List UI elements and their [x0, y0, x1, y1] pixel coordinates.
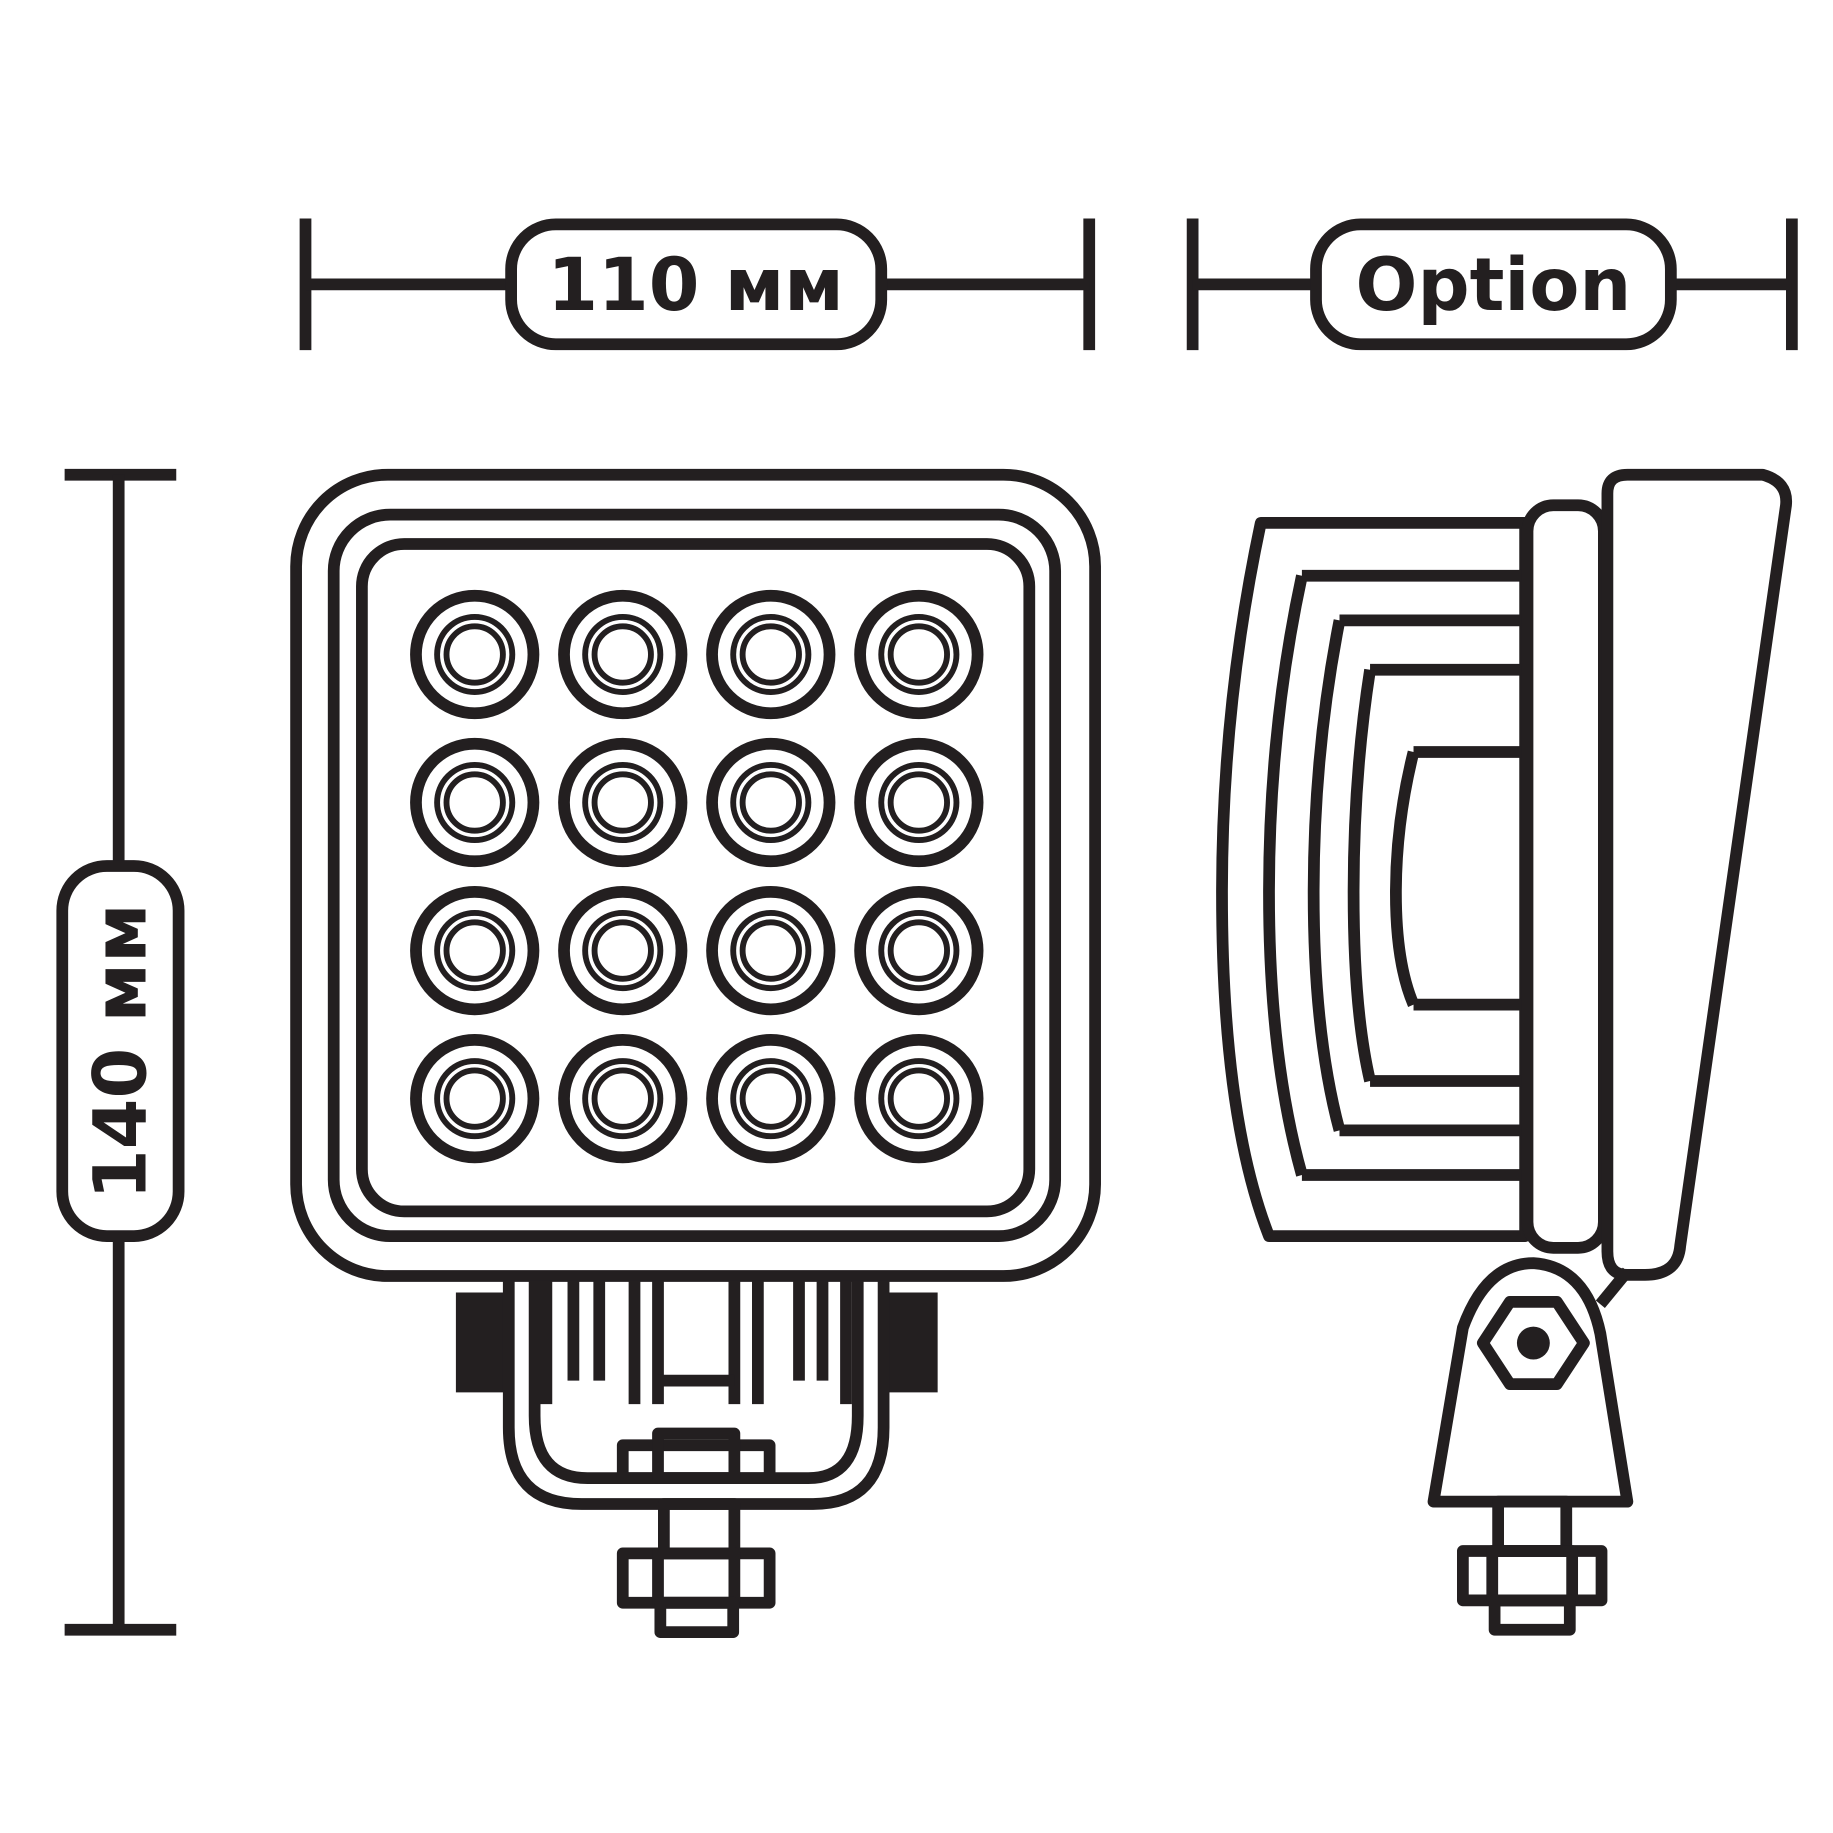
option-label: Option: [1356, 243, 1632, 328]
led: [558, 589, 688, 720]
led: [854, 737, 984, 868]
led: [410, 885, 540, 1016]
led: [854, 885, 984, 1016]
led: [706, 589, 836, 720]
height-dimension: 140 мм: [56, 468, 185, 1636]
led: [558, 1034, 688, 1164]
width-label: 110 мм: [547, 243, 844, 328]
led: [558, 737, 688, 868]
option-dimension: Option: [1186, 218, 1798, 351]
height-label: 140 мм: [79, 903, 164, 1200]
side-view-light: [1216, 468, 1793, 1636]
led: [410, 737, 540, 868]
led: [706, 885, 836, 1016]
led: [410, 589, 540, 720]
led: [558, 885, 688, 1016]
width-dimension: 110 мм: [299, 218, 1096, 351]
led: [706, 737, 836, 868]
led-grid: [410, 589, 984, 1164]
front-view-light: [290, 468, 1101, 1638]
led: [706, 1034, 836, 1164]
led: [410, 1034, 540, 1164]
led: [854, 1034, 984, 1164]
led: [854, 589, 984, 720]
